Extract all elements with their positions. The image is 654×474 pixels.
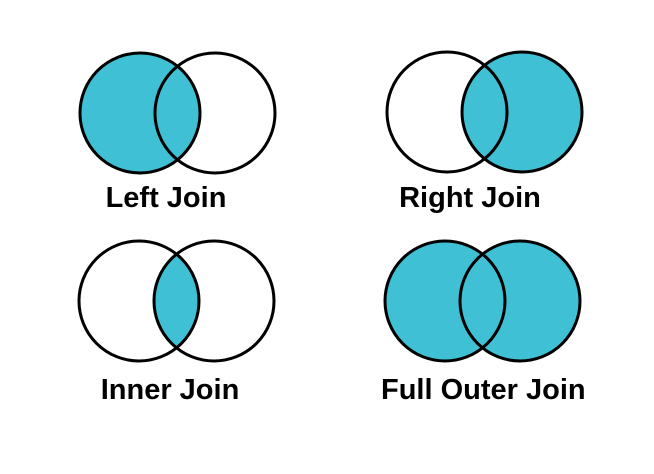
intersection-fill xyxy=(154,254,199,348)
right-join-label: Right Join xyxy=(399,182,541,214)
inner-join-label: Inner Join xyxy=(100,374,240,406)
venn-left-join xyxy=(78,51,277,175)
left-circle-fill xyxy=(80,53,200,173)
right-circle-outline xyxy=(460,50,584,174)
left-circle-outline xyxy=(385,50,509,174)
left-join-label: Left Join xyxy=(105,182,227,214)
right-circle-outline xyxy=(458,239,582,363)
right-circle-fill xyxy=(460,241,580,361)
right-circle-fill xyxy=(462,52,582,172)
full-outer-join-label: Full Outer Join xyxy=(381,374,586,406)
right-circle-outline xyxy=(152,239,276,363)
venn-right-join xyxy=(385,50,584,174)
left-circle-outline xyxy=(77,239,201,363)
left-circle-outline xyxy=(78,51,202,175)
venn-full-outer-join xyxy=(383,239,582,363)
left-circle-outline xyxy=(383,239,507,363)
venn-inner-join xyxy=(77,239,276,363)
right-circle-outline xyxy=(153,51,277,175)
